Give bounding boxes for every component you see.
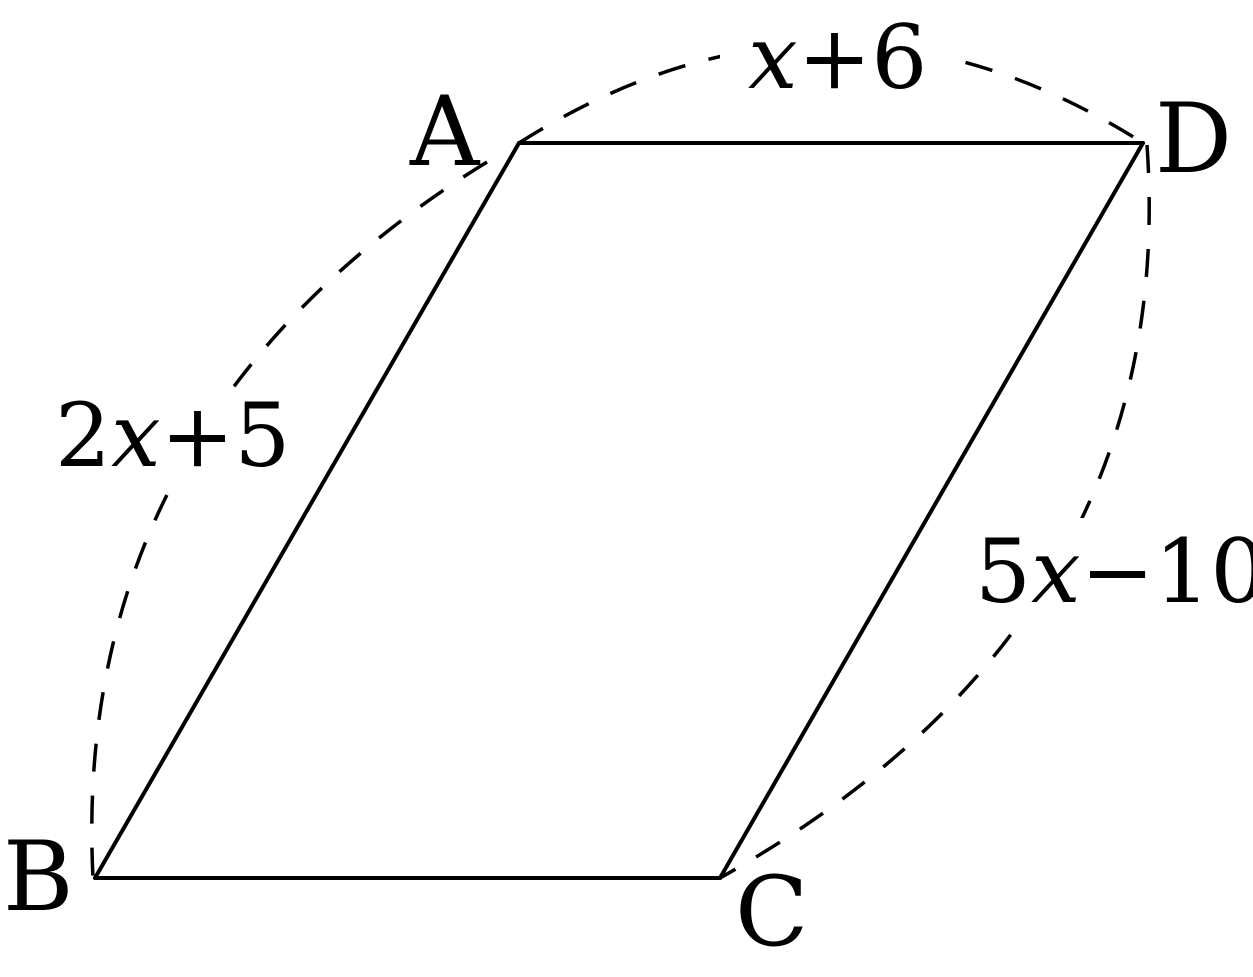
- coef: 5: [975, 520, 1031, 623]
- side-length-label-AD: x+6: [748, 6, 927, 109]
- label-mask-AD: [720, 12, 945, 102]
- label-mask-AB: [50, 388, 290, 483]
- vertex-label-D: D: [1155, 83, 1232, 195]
- constant: −10: [1081, 520, 1253, 623]
- label-mask-DC: [968, 518, 1253, 618]
- vertex-label-B: B: [3, 821, 74, 933]
- side-length-label-AB: 2x+5: [55, 384, 290, 487]
- variable: x: [748, 6, 798, 109]
- side-length-label-DC: 5x−10: [975, 520, 1253, 623]
- constant: +6: [798, 6, 928, 109]
- vertex-label-A: A: [409, 76, 481, 188]
- variable: x: [1031, 520, 1081, 623]
- coef: 2: [55, 384, 111, 487]
- variable: x: [111, 384, 161, 487]
- arc-AB: [90, 160, 488, 879]
- vertex-label-C: C: [735, 856, 808, 968]
- constant: +5: [161, 384, 291, 487]
- side-BA: [93, 141, 521, 880]
- side-DC: [718, 141, 1145, 880]
